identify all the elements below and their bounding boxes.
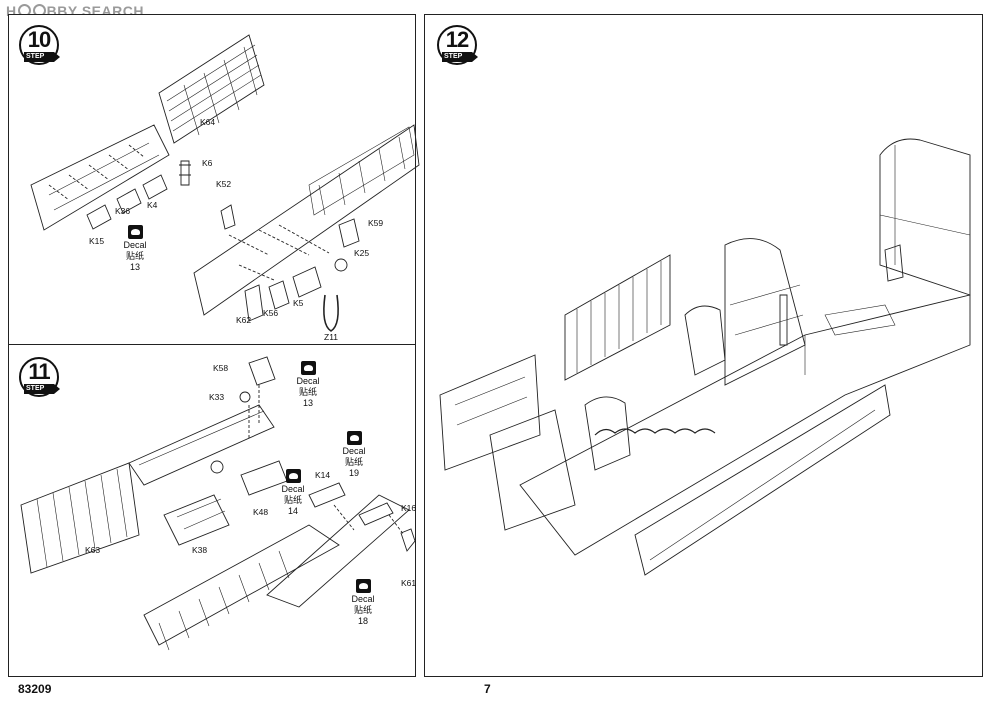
step-10-badge: 10 STEP	[19, 25, 60, 65]
kit-code: 83209	[18, 682, 52, 696]
part-label-k16: K16	[401, 503, 417, 513]
step-11-drawing	[20, 356, 416, 651]
part-label-k63: K63	[85, 545, 101, 555]
step-10-drawing	[30, 34, 420, 332]
part-label-z11: Z11	[324, 332, 339, 342]
part-label-k52: K52	[216, 179, 232, 189]
part-label-k5: K5	[293, 298, 304, 308]
part-label-k58: K58	[213, 363, 229, 373]
part-label-k25: K25	[354, 248, 370, 258]
step-12-badge: 12 STEP	[437, 25, 478, 65]
part-label-k61: K61	[401, 578, 417, 588]
decal-icon	[127, 225, 143, 239]
part-label-k36: K36	[115, 206, 131, 216]
decal-icon	[346, 431, 362, 445]
decal-icon	[355, 579, 371, 593]
decal-icon	[300, 361, 316, 375]
step-12-cockpit-drawing	[439, 138, 971, 576]
part-label-k4: K4	[147, 200, 158, 210]
part-label-k38: K38	[192, 545, 208, 555]
step-12-panel: 12 STEP	[424, 14, 983, 677]
part-label-k33: K33	[209, 392, 225, 402]
step-11-panel: 11 STEP K58 K33 K48 K14 K16 K6	[8, 344, 416, 677]
part-label-k48: K48	[253, 507, 269, 517]
page-number: 7	[484, 682, 491, 696]
part-label-k64: K64	[200, 117, 216, 127]
part-label-k59: K59	[368, 218, 384, 228]
part-label-k15: K15	[89, 236, 105, 246]
part-label-k6: K6	[202, 158, 213, 168]
decal-icon	[285, 469, 301, 483]
step-10-panel: 10 STEP K6	[8, 14, 420, 345]
step-11-badge: 11 STEP	[19, 357, 60, 397]
part-label-k14: K14	[315, 470, 331, 480]
part-label-k62: K62	[236, 315, 252, 325]
part-label-k56: K56	[263, 308, 279, 318]
